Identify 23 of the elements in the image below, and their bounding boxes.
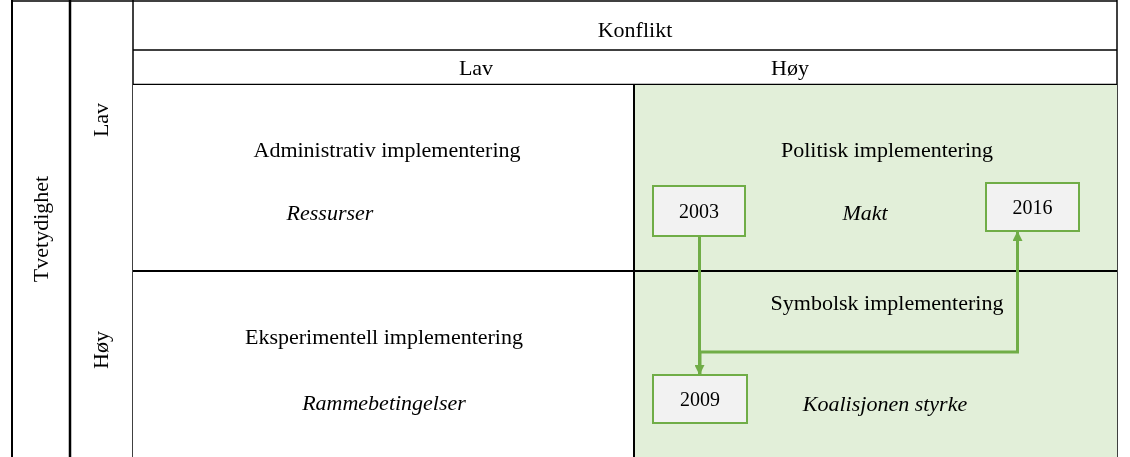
quadrant-cell	[635, 85, 1117, 272]
quadrant-factor: Ressurser	[286, 200, 374, 226]
row-header: Lav	[88, 102, 114, 138]
arrow	[698, 231, 1023, 374]
quadrant-factor: Koalisjonen styrke	[802, 391, 968, 417]
year-box: 2016	[985, 182, 1080, 232]
quadrant-factor: Rammebetingelser	[302, 390, 466, 416]
quadrant-title: Politisk implementering	[781, 137, 993, 163]
column-header: Høy	[771, 55, 809, 81]
quadrant-title: Administrativ implementering	[253, 137, 521, 163]
quadrant-title: Eksperimentell implementering	[245, 324, 523, 350]
year-box: 2009	[652, 374, 748, 424]
quadrant-cell	[133, 272, 635, 457]
quadrant-cell	[635, 272, 1117, 457]
quadrant-title: Symbolsk implementering	[770, 290, 1004, 316]
quadrant-cell	[133, 85, 635, 272]
column-header: Lav	[458, 55, 494, 81]
year-box: 2003	[652, 185, 746, 237]
arrow	[694, 237, 705, 375]
column-axis-title: Konflikt	[597, 17, 673, 43]
quadrant-factor: Makt	[842, 200, 888, 226]
row-header: Høy	[88, 331, 114, 369]
row-axis-title: Tvetydighet	[28, 175, 54, 283]
